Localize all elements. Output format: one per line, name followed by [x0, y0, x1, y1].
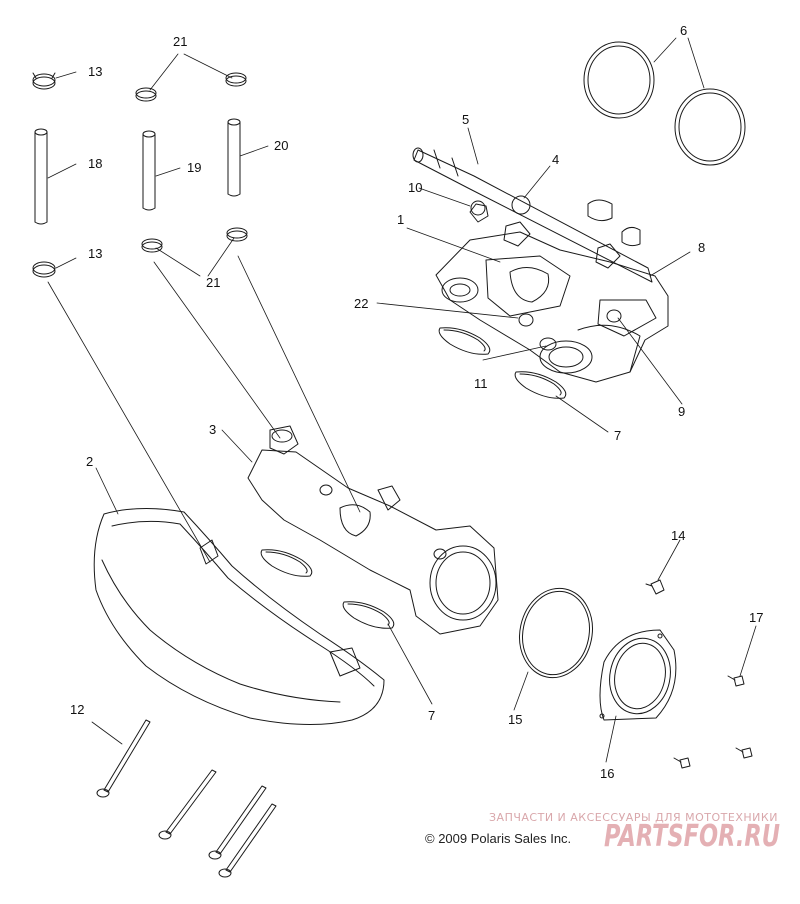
- watermark-logo-text: PARTSFOR.RU: [604, 819, 780, 854]
- screw-17-top: [727, 675, 745, 687]
- callout-15: 15: [508, 712, 522, 727]
- callout-14: 14: [671, 528, 685, 543]
- hose-clamp-13-top: [32, 72, 56, 90]
- hose-clamp-21-top-left: [135, 87, 157, 102]
- callout-7-upper: 7: [614, 428, 621, 443]
- watermark-logo: PARTSFOR.RU: [604, 819, 780, 854]
- callout-3: 3: [209, 422, 216, 437]
- callout-19: 19: [187, 160, 201, 175]
- hose-clamp-21-bottom-left: [141, 238, 163, 253]
- hose-20: [227, 118, 241, 197]
- hose-clamp-21-top-right: [225, 72, 247, 87]
- callout-22: 22: [354, 296, 368, 311]
- o-ring-15: [519, 587, 593, 679]
- air-intake-cover-2: [93, 507, 385, 726]
- callout-13-bottom: 13: [88, 246, 102, 261]
- screw-17-left: [673, 757, 691, 769]
- screw-14: [645, 579, 665, 595]
- hose-clamp-13-bottom: [32, 261, 56, 278]
- callout-8: 8: [698, 240, 705, 255]
- throttle-body-3: [247, 425, 499, 635]
- o-ring-6-left: [583, 41, 655, 119]
- callout-18: 18: [88, 156, 102, 171]
- callout-17: 17: [749, 610, 763, 625]
- gasket-7-upper: [438, 327, 567, 399]
- copyright-notice: © 2009 Polaris Sales Inc.: [425, 831, 572, 846]
- throttle-body-assembly: [412, 147, 669, 383]
- gasket-7-lower: [260, 549, 395, 629]
- bolt-12: [96, 719, 277, 878]
- hose-19: [142, 130, 156, 211]
- callout-12: 12: [70, 702, 84, 717]
- callout-6: 6: [680, 23, 687, 38]
- callout-labels: 1 2 3 4 5 6 7 7 8 9 10 11 12 13 13 14 15…: [70, 23, 763, 781]
- callout-21-top: 21: [173, 34, 187, 49]
- callout-13-top: 13: [88, 64, 102, 79]
- callout-16: 16: [600, 766, 614, 781]
- callout-4: 4: [552, 152, 559, 167]
- callout-21-bottom: 21: [206, 275, 220, 290]
- callout-7-lower: 7: [428, 708, 435, 723]
- hose-clamp-21-bottom-right: [226, 227, 248, 242]
- hose-18: [34, 128, 48, 225]
- o-ring-6-right: [674, 88, 746, 166]
- callout-11: 11: [474, 376, 488, 391]
- leader-lines: [47, 37, 757, 763]
- callout-1: 1: [397, 212, 404, 227]
- watermark-tagline: ЗАПЧАСТИ И АКСЕССУАРЫ ДЛЯ МОТОТЕХНИКИ: [489, 811, 778, 824]
- adapter-plate-16: [599, 629, 677, 721]
- callout-9: 9: [678, 404, 685, 419]
- callout-5: 5: [462, 112, 469, 127]
- callout-2: 2: [86, 454, 93, 469]
- callout-10: 10: [408, 180, 422, 195]
- screw-17-right: [735, 747, 753, 759]
- callout-20: 20: [274, 138, 288, 153]
